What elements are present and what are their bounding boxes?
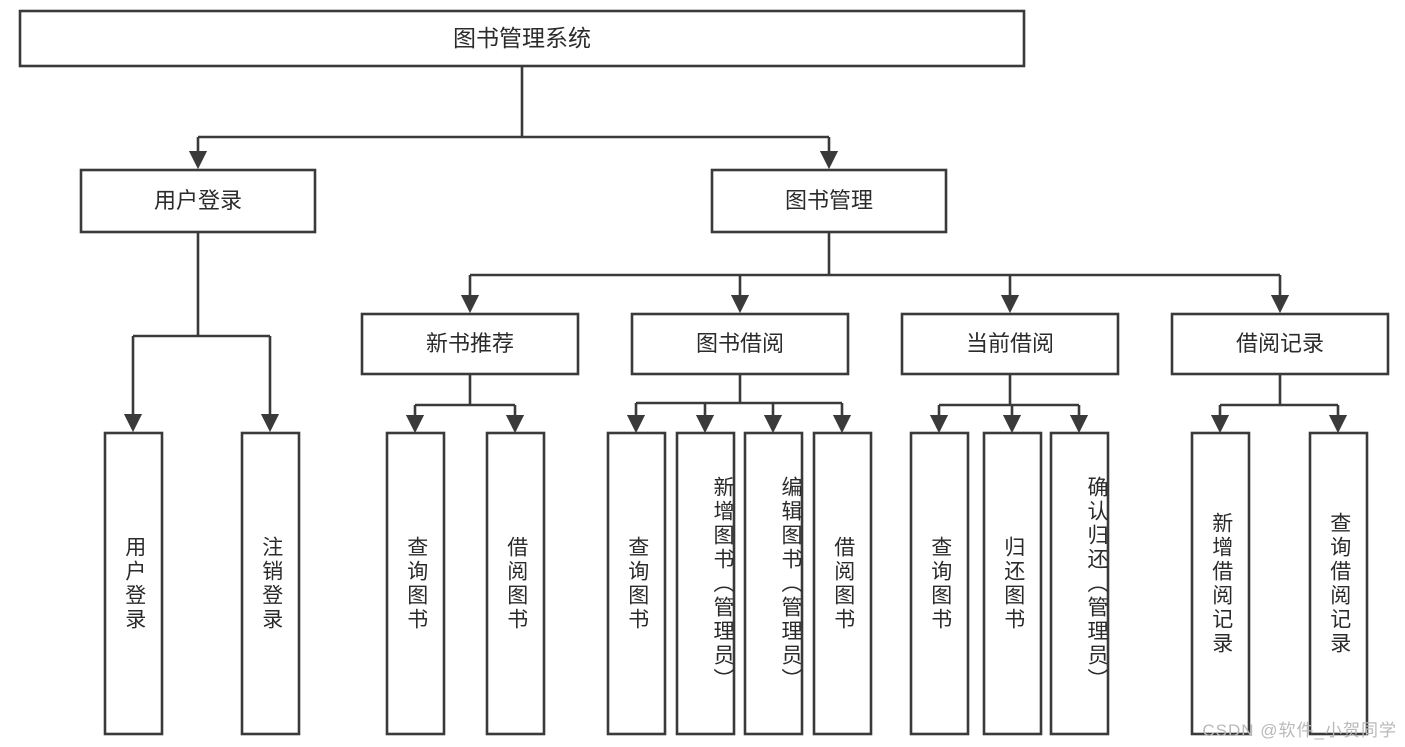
node-new-book-recommend[interactable]: 新书推荐 bbox=[360, 312, 580, 376]
node-leaf-borrow-book-rec-box[interactable] bbox=[485, 431, 546, 736]
node-leaf-edit-book-admin-box[interactable] bbox=[743, 431, 804, 736]
node-book-borrow-label: 图书借阅 bbox=[696, 331, 784, 356]
node-leaf-add-record-box[interactable] bbox=[1190, 431, 1251, 736]
node-current-borrow-box[interactable] bbox=[900, 312, 1120, 376]
node-book-manage-label: 图书管理 bbox=[785, 188, 873, 213]
node-user-login-label: 用户登录 bbox=[154, 188, 242, 213]
node-leaf-user-login-box[interactable] bbox=[103, 431, 164, 736]
connector-group-current-borrow bbox=[929, 374, 1089, 434]
node-leaf-query-book-borrow-box[interactable] bbox=[606, 431, 667, 736]
node-leaf-borrow-book-box[interactable] bbox=[812, 431, 873, 736]
node-new-book-recommend-box[interactable] bbox=[360, 312, 580, 376]
node-root[interactable]: 图书管理系统 bbox=[18, 9, 1026, 68]
connector-group-root bbox=[188, 66, 839, 170]
connector-group-new-book-recommend bbox=[405, 374, 525, 434]
node-leaf-add-book-admin-box[interactable] bbox=[675, 431, 736, 736]
node-leaf-query-book-rec-box[interactable] bbox=[385, 431, 446, 736]
node-borrow-record-label: 借阅记录 bbox=[1236, 331, 1324, 356]
node-leaf-confirm-return-admin-box[interactable] bbox=[1049, 431, 1110, 736]
node-book-borrow-box[interactable] bbox=[630, 312, 850, 376]
node-leaf-query-book-cur-box[interactable] bbox=[909, 431, 970, 736]
node-new-book-recommend-label: 新书推荐 bbox=[426, 331, 514, 356]
node-borrow-record-box[interactable] bbox=[1170, 312, 1390, 376]
watermark: CSDN @软件_小贺同学 bbox=[1202, 721, 1397, 740]
node-book-borrow[interactable]: 图书借阅 bbox=[630, 312, 850, 376]
node-leaf-user-logout-box[interactable] bbox=[240, 431, 301, 736]
connector-group-user-login bbox=[123, 232, 280, 433]
node-user-login-box[interactable] bbox=[79, 168, 317, 234]
node-current-borrow-label: 当前借阅 bbox=[966, 331, 1054, 356]
node-borrow-record[interactable]: 借阅记录 bbox=[1170, 312, 1390, 376]
node-leaf-query-record-box[interactable] bbox=[1308, 431, 1369, 736]
node-leaf-return-book-box[interactable] bbox=[982, 431, 1043, 736]
connector-group-book-borrow bbox=[626, 374, 852, 434]
node-book-manage[interactable]: 图书管理 bbox=[710, 168, 948, 234]
node-root-box[interactable] bbox=[18, 9, 1026, 68]
node-book-manage-box[interactable] bbox=[710, 168, 948, 234]
connector-group-borrow-record bbox=[1210, 374, 1348, 434]
node-root-label: 图书管理系统 bbox=[453, 25, 591, 51]
connector-group-book-manage bbox=[460, 232, 1290, 314]
leaf-boxes bbox=[103, 431, 1369, 736]
node-user-login[interactable]: 用户登录 bbox=[79, 168, 317, 234]
node-current-borrow[interactable]: 当前借阅 bbox=[900, 312, 1120, 376]
